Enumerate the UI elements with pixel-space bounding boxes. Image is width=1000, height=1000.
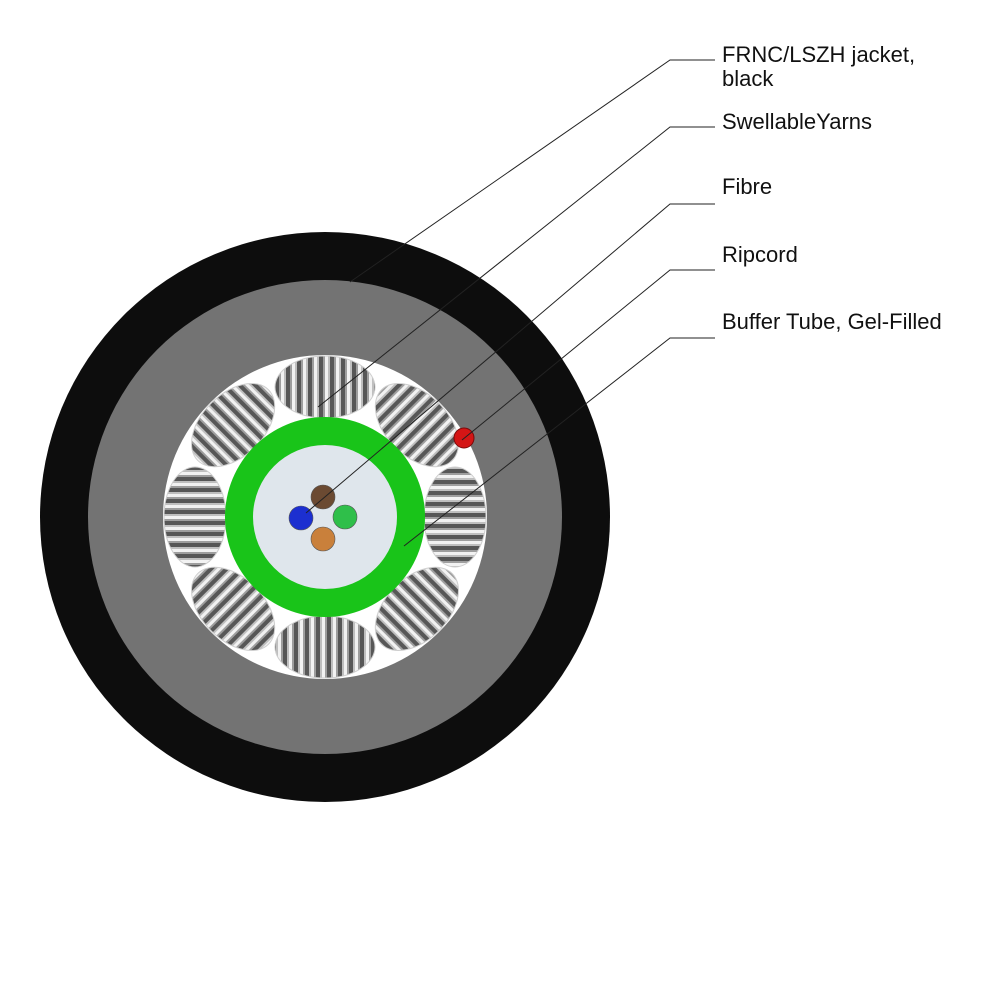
label-ripcord: Ripcord	[722, 242, 798, 267]
leader-line-fibre	[305, 203, 715, 514]
fibre-green	[332, 504, 358, 530]
swellable-yarn-element	[163, 466, 227, 568]
label-swellable-yarns: SwellableYarns	[722, 109, 872, 134]
leader-line-yarns	[317, 126, 715, 408]
leader-line-buffer	[403, 337, 715, 547]
label-buffer-tube: Buffer Tube, Gel-Filled	[722, 309, 942, 334]
leader-line-ripcord	[461, 269, 715, 441]
swellable-yarn-element	[423, 466, 487, 568]
gel-filling	[253, 445, 397, 589]
fibre-brown	[310, 484, 336, 510]
label-fibre: Fibre	[722, 174, 772, 199]
swellable-yarn-element	[274, 615, 376, 679]
fibre-orange	[310, 526, 336, 552]
swellable-yarn-element	[274, 355, 376, 419]
label-jacket: FRNC/LSZH jacket, black	[722, 42, 921, 91]
leader-line-jacket	[349, 59, 715, 283]
